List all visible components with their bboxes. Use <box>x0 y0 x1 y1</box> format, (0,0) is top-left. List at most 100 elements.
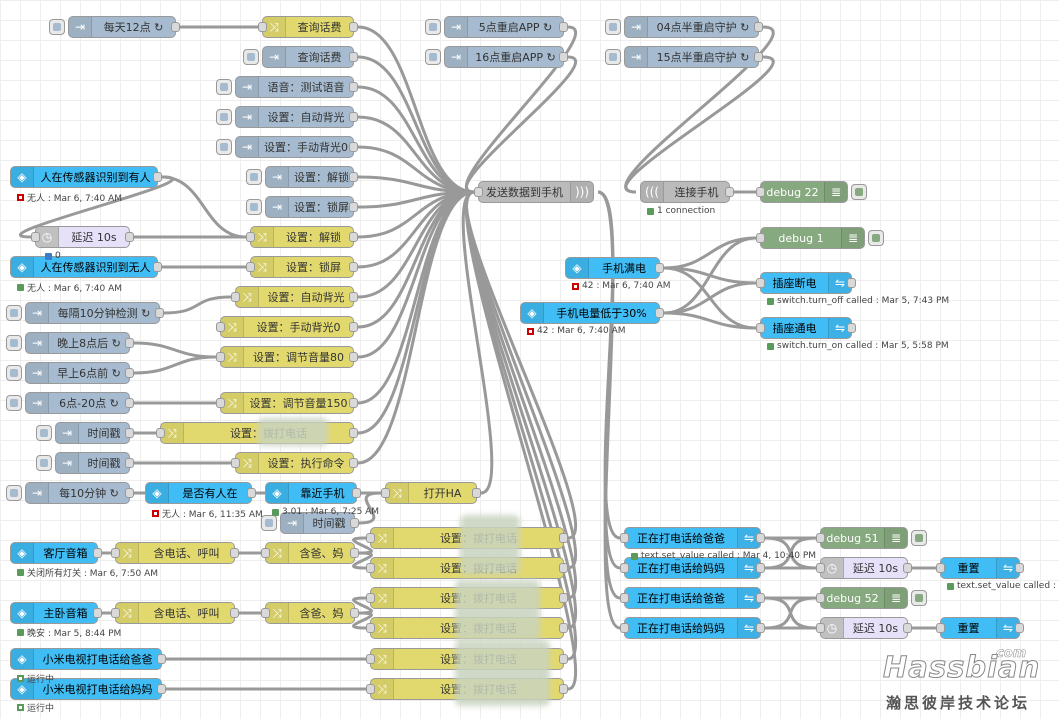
flow-node-change[interactable]: ⤨设置：自动背光 <box>231 286 358 308</box>
debug-toggle-button[interactable] <box>851 184 867 200</box>
debug-toggle-button[interactable] <box>911 590 927 606</box>
output-port[interactable] <box>349 428 358 438</box>
flow-node-inject[interactable]: ⇥每10分钟 ↻ <box>6 482 134 504</box>
output-port[interactable] <box>349 262 358 272</box>
output-port[interactable] <box>125 398 134 408</box>
output-port[interactable] <box>655 308 664 318</box>
output-port[interactable] <box>125 428 134 438</box>
input-port[interactable] <box>816 593 825 603</box>
output-port[interactable] <box>349 202 358 212</box>
flow-node-change[interactable]: ⤨设置：调节音量80 <box>216 346 358 368</box>
flow-node-debug[interactable]: debug 52≣ <box>816 587 927 609</box>
input-port[interactable] <box>216 322 225 332</box>
output-port[interactable] <box>349 232 358 242</box>
flow-node-call[interactable]: 插座通电⇋ <box>756 317 856 339</box>
output-port[interactable] <box>559 22 568 32</box>
flow-node-ha[interactable]: ◈主卧音箱 <box>10 602 102 624</box>
flow-node-inject[interactable]: ⇥设置：解锁 <box>246 166 358 188</box>
debug-toggle-button[interactable] <box>911 530 927 546</box>
flow-node-ha[interactable]: ◈客厅音箱 <box>10 542 102 564</box>
output-port[interactable] <box>725 187 734 197</box>
input-port[interactable] <box>756 323 765 333</box>
input-port[interactable] <box>366 684 375 694</box>
output-port[interactable] <box>349 458 358 468</box>
inject-trigger-button[interactable] <box>243 49 259 65</box>
inject-trigger-button[interactable] <box>6 395 22 411</box>
flow-node-inject[interactable]: ⇥晚上8点后 ↻ <box>6 332 134 354</box>
flow-node-inject[interactable]: ⇥每天12点 ↻ <box>49 16 180 38</box>
output-port[interactable] <box>157 684 166 694</box>
output-port[interactable] <box>903 623 912 633</box>
inject-trigger-button[interactable] <box>6 365 22 381</box>
inject-trigger-button[interactable] <box>216 79 232 95</box>
flow-node-debug[interactable]: debug 51≣ <box>816 527 927 549</box>
flow-node-debug[interactable]: debug 22≣ <box>756 181 867 203</box>
output-port[interactable] <box>559 623 568 633</box>
output-port[interactable] <box>350 518 359 528</box>
flow-node-call[interactable]: 插座断电⇋ <box>756 272 856 294</box>
input-port[interactable] <box>156 428 165 438</box>
input-port[interactable] <box>366 593 375 603</box>
output-port[interactable] <box>125 458 134 468</box>
input-port[interactable] <box>111 608 120 618</box>
output-port[interactable] <box>559 563 568 573</box>
inject-trigger-button[interactable] <box>6 485 22 501</box>
flow-node-change[interactable]: ⤨设置：锁屏 <box>246 256 358 278</box>
output-port[interactable] <box>847 323 856 333</box>
output-port[interactable] <box>153 262 162 272</box>
inject-trigger-button[interactable] <box>36 455 52 471</box>
output-port[interactable] <box>352 488 361 498</box>
flow-node-call[interactable]: 正在打电话给爸爸⇋ <box>620 587 765 609</box>
input-port[interactable] <box>231 458 240 468</box>
flow-node-change[interactable]: ⤨设置：解锁 <box>246 226 358 248</box>
input-port[interactable] <box>216 398 225 408</box>
flow-node-delay[interactable]: ◷延迟 10s <box>31 226 134 248</box>
flow-node-inject[interactable]: ⇥每隔10分钟检测 ↻ <box>6 302 164 324</box>
input-port[interactable] <box>620 563 629 573</box>
inject-trigger-button[interactable] <box>6 305 22 321</box>
output-port[interactable] <box>93 548 102 558</box>
output-port[interactable] <box>349 292 358 302</box>
flow-node-inject[interactable]: ⇥设置：自动背光 <box>216 106 358 128</box>
flow-node-inject[interactable]: ⇥早上6点前 ↻ <box>6 362 134 384</box>
output-port[interactable] <box>125 488 134 498</box>
input-port[interactable] <box>366 623 375 633</box>
input-port[interactable] <box>381 488 390 498</box>
input-port[interactable] <box>756 187 765 197</box>
input-port[interactable] <box>31 232 40 242</box>
input-port[interactable] <box>474 187 483 197</box>
input-port[interactable] <box>246 262 255 272</box>
inject-trigger-button[interactable] <box>425 49 441 65</box>
output-port[interactable] <box>230 548 239 558</box>
flow-node-ha[interactable]: ◈手机电量低于30% <box>520 302 664 324</box>
output-port[interactable] <box>472 488 481 498</box>
output-port[interactable] <box>655 263 664 273</box>
inject-trigger-button[interactable] <box>216 139 232 155</box>
flow-node-call[interactable]: 重置⇋ <box>936 557 1024 579</box>
flow-node-ha[interactable]: ◈是否有人在 <box>145 482 256 504</box>
inject-trigger-button[interactable] <box>261 515 277 531</box>
flow-node-delay[interactable]: ◷延迟 10s <box>816 617 912 639</box>
flow-node-inject[interactable]: ⇥15点半重启守护 ↻ <box>605 46 763 68</box>
flow-node-switch[interactable]: ⤨含爸、妈 <box>261 602 359 624</box>
flow-node-call[interactable]: 重置⇋ <box>936 617 1024 639</box>
flow-node-change[interactable]: ⤨设置：执行命令 <box>231 452 358 474</box>
flow-node-inject[interactable]: ⇥04点半重启守护 ↻ <box>605 16 763 38</box>
output-port[interactable] <box>349 82 358 92</box>
flow-node-ws_in[interactable]: (((连接手机 <box>640 181 734 203</box>
flow-node-ha[interactable]: ◈人在传感器识别到无人 <box>10 256 162 278</box>
inject-trigger-button[interactable] <box>6 335 22 351</box>
inject-trigger-button[interactable] <box>246 199 262 215</box>
flow-node-inject[interactable]: ⇥设置：手动背光0 <box>216 136 358 158</box>
flow-node-call[interactable]: 正在打电话给妈妈⇋ <box>620 557 765 579</box>
inject-trigger-button[interactable] <box>36 425 52 441</box>
input-port[interactable] <box>620 533 629 543</box>
inject-trigger-button[interactable] <box>216 109 232 125</box>
flow-node-change[interactable]: ⤨设置：调节音量150 <box>216 392 358 414</box>
input-port[interactable] <box>261 548 270 558</box>
flow-node-change[interactable]: ⤨设置：手动背光0 <box>216 316 358 338</box>
output-port[interactable] <box>247 488 256 498</box>
output-port[interactable] <box>349 352 358 362</box>
output-port[interactable] <box>559 684 568 694</box>
